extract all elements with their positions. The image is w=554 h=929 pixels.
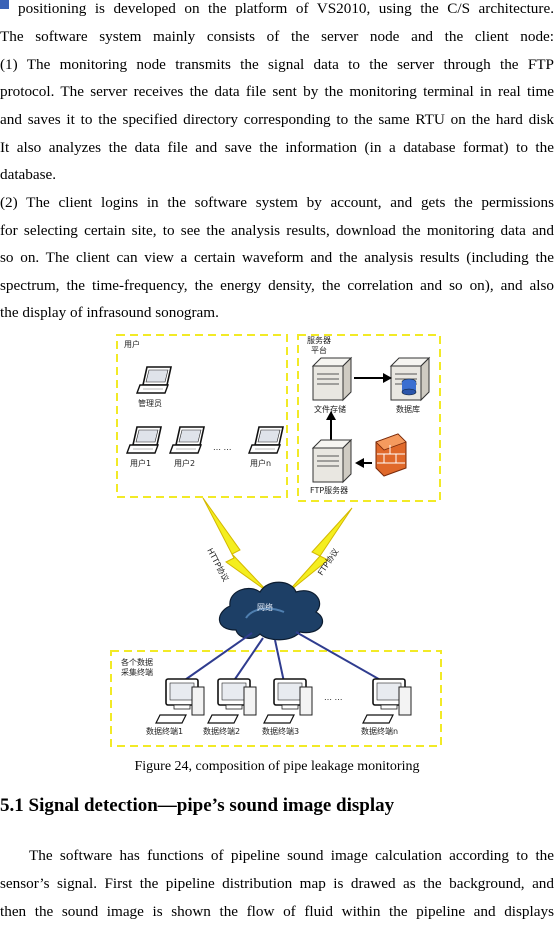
ftp-lightning-icon xyxy=(285,507,353,595)
usern-label: 用户n xyxy=(250,458,271,468)
network-label: 网络 xyxy=(257,602,273,612)
database-label: 数据库 xyxy=(396,404,420,414)
ftp-server-icon xyxy=(312,439,352,483)
server-group-label-2: 平台 xyxy=(311,345,327,355)
section-heading: 5.1 Signal detection—pipe’s sound image … xyxy=(0,795,395,816)
figure-caption: Figure 24, composition of pipe leakage m… xyxy=(134,759,420,774)
file-storage-label: 文件存储 xyxy=(314,404,346,414)
text-line: then the sound image is shown the flow o… xyxy=(0,903,554,920)
users-group-label: 用户 xyxy=(124,339,140,349)
terminals-group-label: 各个数据 xyxy=(121,657,153,667)
terminals-group-label-2: 采集终端 xyxy=(121,667,153,677)
text-line: so on. The client can view a certain wav… xyxy=(0,249,554,266)
text-line: database. xyxy=(0,166,57,183)
corner-mark xyxy=(0,0,9,9)
text-line: for selecting certain site, to see the a… xyxy=(0,222,554,239)
text-line: It also analyzes the data file and save … xyxy=(0,139,554,156)
admin-laptop-icon xyxy=(136,366,172,394)
users-group-box xyxy=(116,334,288,498)
text-line: the display of infrasound sonogram. xyxy=(0,304,219,321)
firewall-icon xyxy=(375,433,407,477)
terminal1-label: 数据终端1 xyxy=(146,726,183,736)
admin-label: 管理员 xyxy=(138,398,162,408)
text-line: positioning is developed on the platform… xyxy=(18,0,554,17)
text-line: spectrum, the time-frequency, the energy… xyxy=(0,277,554,294)
text-line: and saves it to the specified directory … xyxy=(0,111,554,128)
user2-laptop-icon xyxy=(169,426,205,454)
http-lightning-icon xyxy=(202,497,269,593)
user2-label: 用户2 xyxy=(174,458,195,468)
terminals-group-box xyxy=(110,650,442,747)
usern-laptop-icon xyxy=(248,426,284,454)
users-ellipsis: … … xyxy=(213,443,232,452)
terminaln-label: 数据终端n xyxy=(361,726,398,736)
text-line: protocol. The server receives the data f… xyxy=(0,83,554,100)
terminal3-label: 数据终端3 xyxy=(262,726,299,736)
network-links xyxy=(181,631,385,683)
terminal2-label: 数据终端2 xyxy=(203,726,240,736)
terminal3-computer-icon xyxy=(263,678,313,724)
user1-laptop-icon xyxy=(126,426,162,454)
text-line: The software system mainly consists of t… xyxy=(0,28,554,45)
server-group-label: 服务器 xyxy=(307,335,331,345)
text-line: The software has functions of pipeline s… xyxy=(0,847,554,864)
http-protocol-label: HTTP协议 xyxy=(205,546,231,583)
terminals-ellipsis: … … xyxy=(324,693,343,702)
server-platform-box xyxy=(297,334,441,502)
database-server-icon xyxy=(390,357,430,401)
terminal2-computer-icon xyxy=(207,678,257,724)
text-line: (2) The client logins in the software sy… xyxy=(0,194,554,211)
text-line: (1) The monitoring node transmits the si… xyxy=(0,56,554,73)
text-line: sensor’s signal. First the pipeline dist… xyxy=(0,875,554,892)
network-cloud-icon xyxy=(218,581,323,641)
terminaln-computer-icon xyxy=(362,678,412,724)
system-architecture-figure: 用户 服务器 平台 各个数据 采集终端 管理员 … … 用户1 用户2 用户n … xyxy=(110,334,442,747)
ftp-server-label: FTP服务器 xyxy=(310,485,348,495)
terminal1-computer-icon xyxy=(155,678,205,724)
file-storage-server-icon xyxy=(312,357,352,401)
user1-label: 用户1 xyxy=(130,458,151,468)
